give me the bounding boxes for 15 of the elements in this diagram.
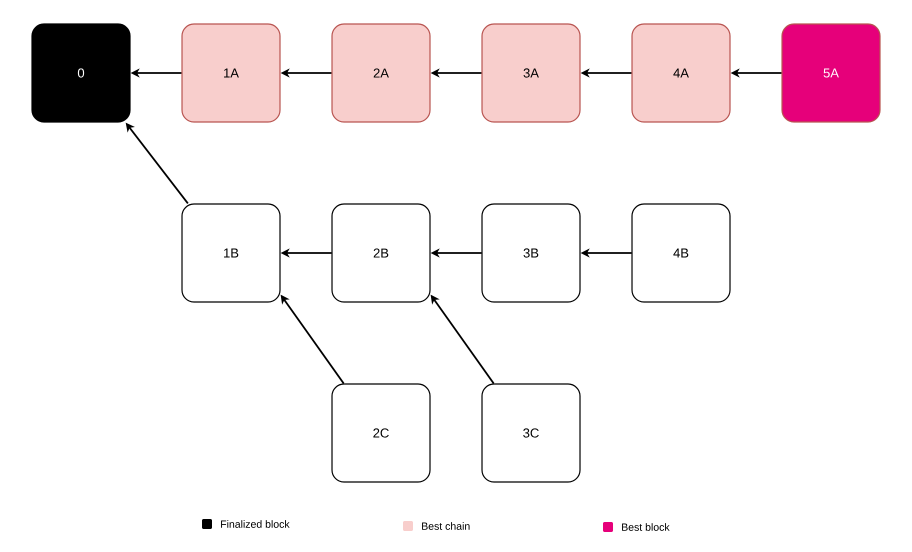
block-box: 1A xyxy=(181,23,281,123)
block-box: 2A xyxy=(331,23,431,123)
block-box: 0 xyxy=(31,23,131,123)
legend-label: Best block xyxy=(622,523,670,531)
block-box: 5A xyxy=(781,23,881,123)
legend-label: Finalized block xyxy=(221,520,290,528)
block-box: 4B xyxy=(631,203,731,303)
block-box: 2C xyxy=(331,383,431,483)
block-box: 3B xyxy=(481,203,581,303)
block-box: 2B xyxy=(331,203,431,303)
block-box: 3C xyxy=(481,383,581,483)
block-box: 1B xyxy=(181,203,281,303)
block-box: 4A xyxy=(631,23,731,123)
legend-label: Best chain xyxy=(422,522,470,530)
block-box: 3A xyxy=(481,23,581,123)
